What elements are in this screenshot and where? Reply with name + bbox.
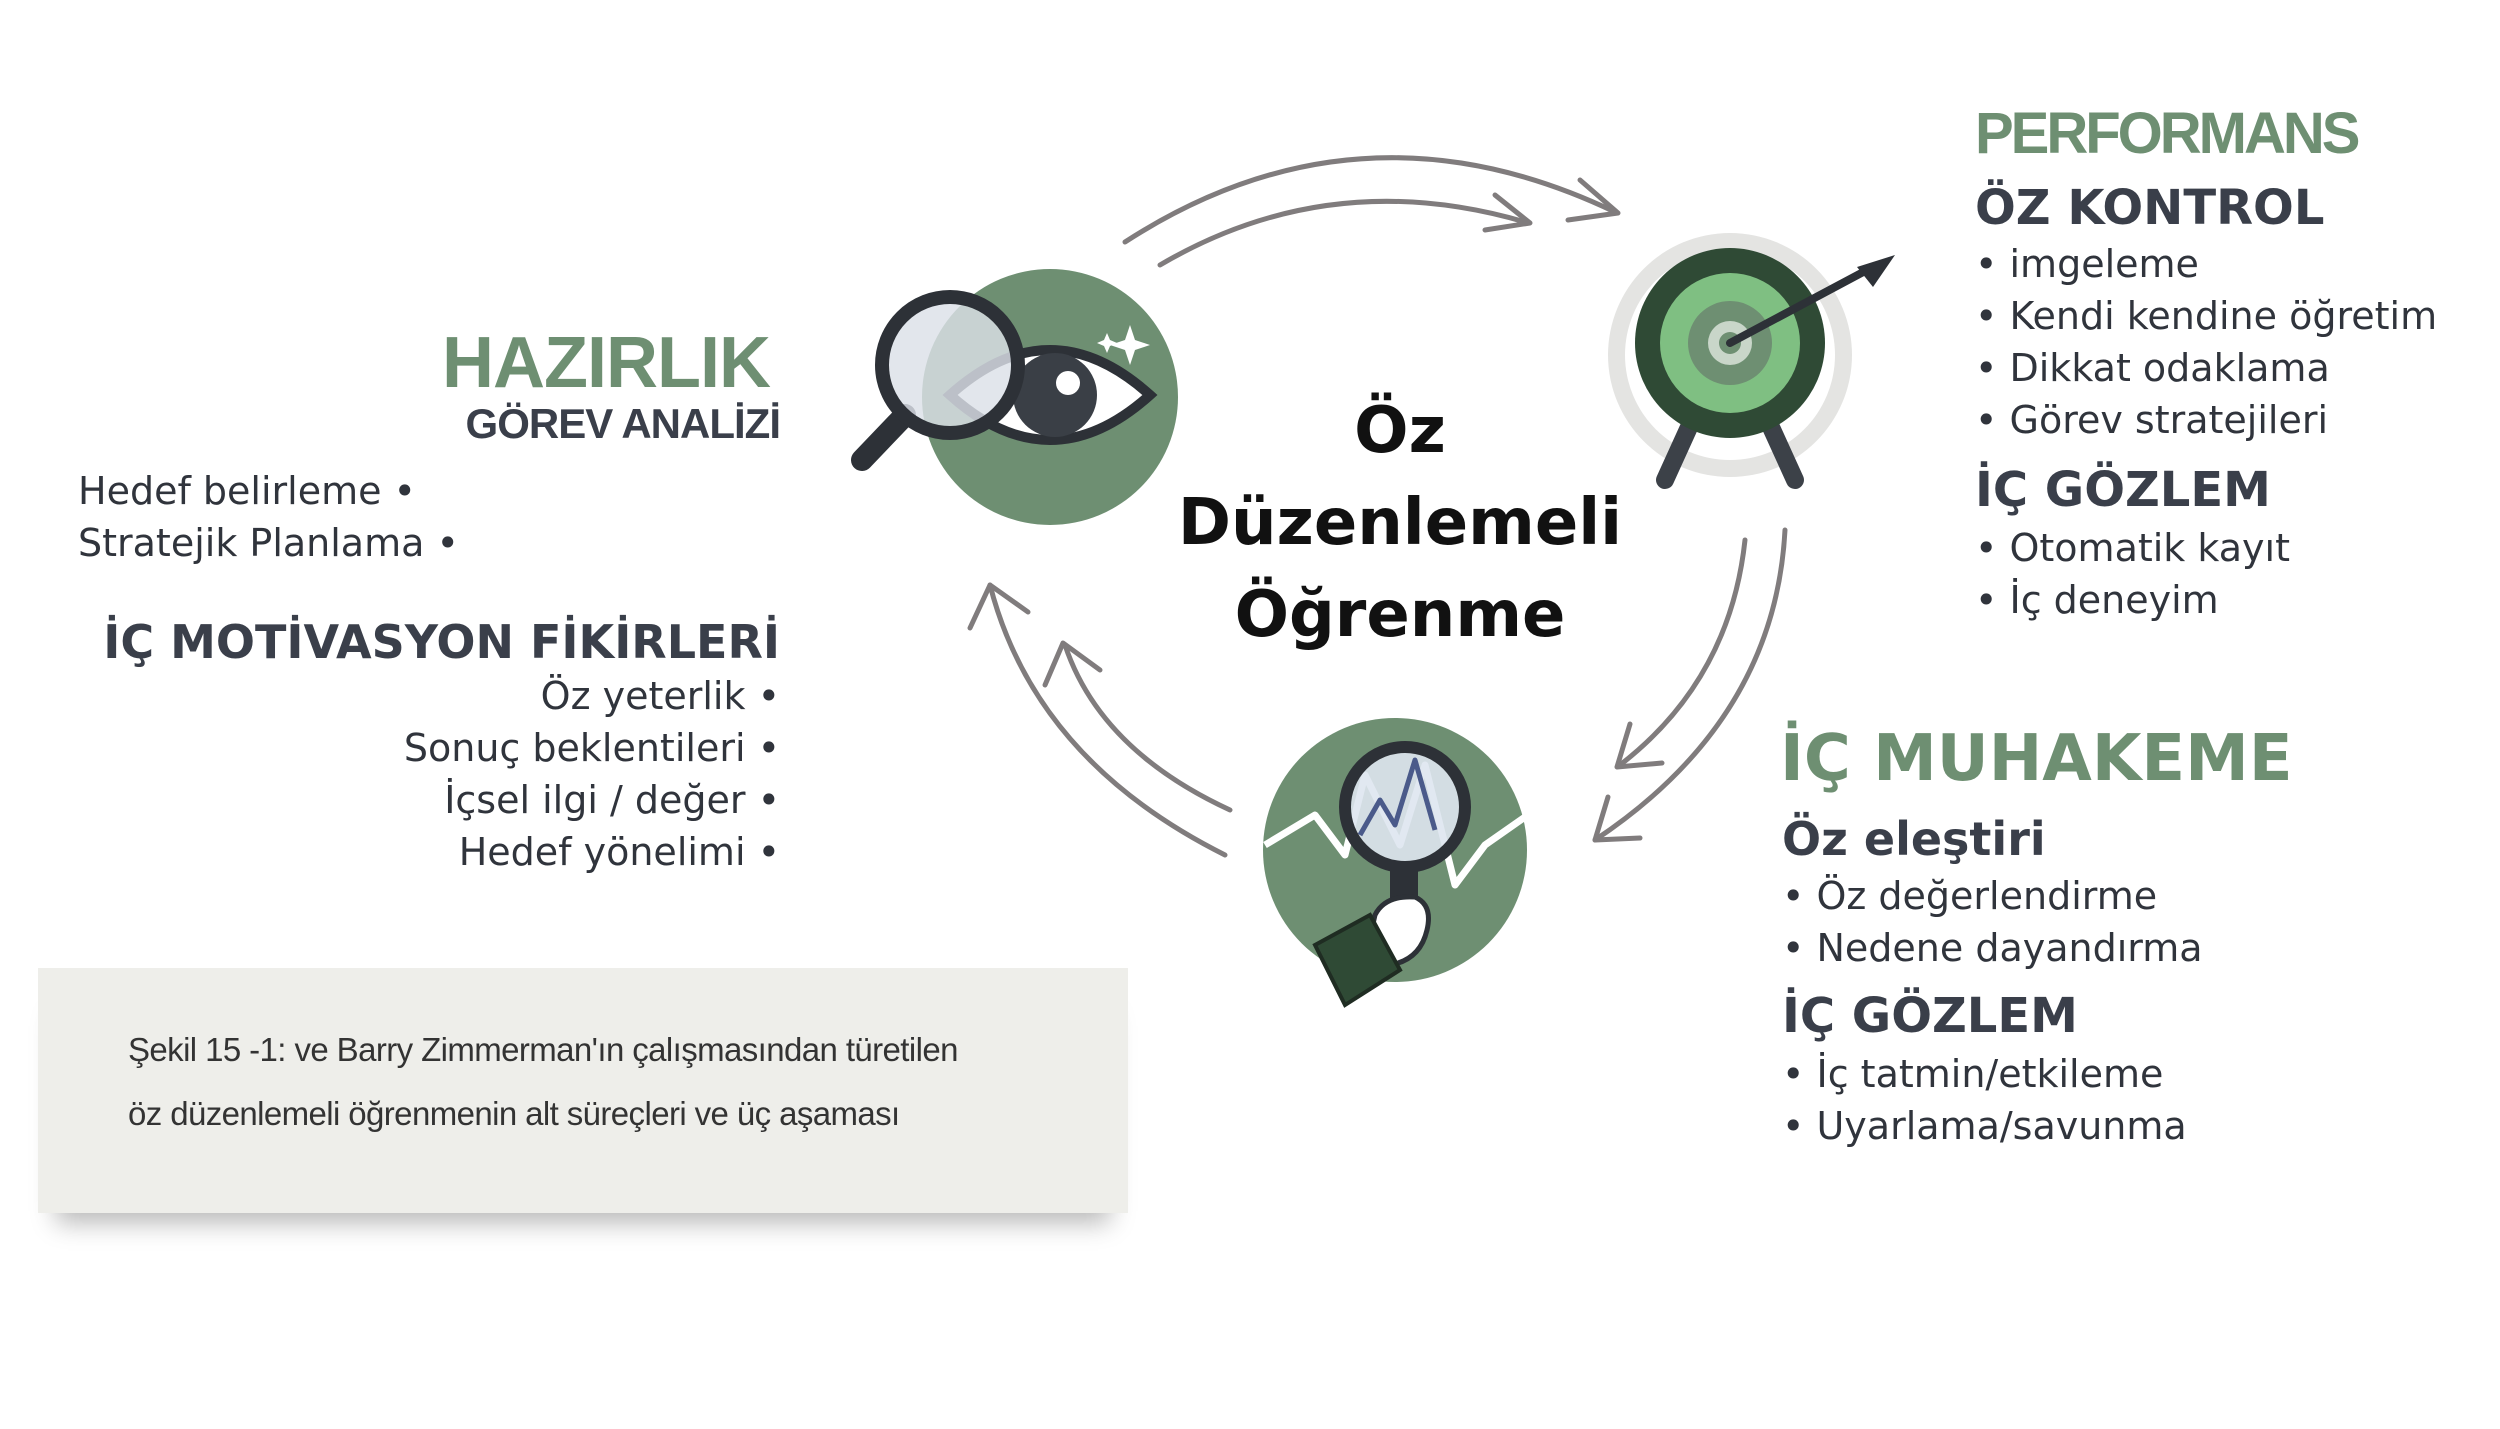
arrow-left-outer xyxy=(987,582,1228,858)
oz-elestiri-title: Öz eleştiri xyxy=(1782,812,2046,866)
oz-kontrol-items: • imgeleme • Kendi kendine öğretim • Dik… xyxy=(1975,238,2437,446)
hazirlik-items: Hedef belirleme • Stratejik Planlama • xyxy=(78,465,459,569)
muhakeme-title: İÇ MUHAKEME xyxy=(1780,722,2293,796)
target-arrow-icon xyxy=(1608,233,1895,489)
list-item: • Dikkat odaklama xyxy=(1975,346,2330,390)
list-item: Stratejik Planlama • xyxy=(78,521,459,565)
list-item: • Öz değerlendirme xyxy=(1782,874,2158,918)
list-item: • İç deneyim xyxy=(1975,578,2219,622)
magnifier-eye-icon xyxy=(851,269,1178,525)
arrow-left-inner xyxy=(1062,642,1233,813)
performans-title: PERFORMANS xyxy=(1975,101,2360,166)
arrow-right-outer xyxy=(1592,527,1788,843)
list-item: Öz yeterlik • xyxy=(540,674,780,718)
list-item: • Kendi kendine öğretim xyxy=(1975,294,2438,338)
arrow-right-inner xyxy=(1617,537,1748,768)
figure-caption: Şekil 15 -1: ve Barry Zimmerman'ın çalış… xyxy=(128,1031,958,1132)
list-item: • Görev stratejileri xyxy=(1975,398,2329,442)
figure-caption-box: Şekil 15 -1: ve Barry Zimmerman'ın çalış… xyxy=(38,968,1128,1213)
motivation-title: İÇ MOTİVASYON FİKİRLERİ xyxy=(103,615,780,669)
motivation-items: Öz yeterlik • Sonuç beklentileri • İçsel… xyxy=(280,670,780,878)
oz-kontrol-title: ÖZ KONTROL xyxy=(1975,180,2325,236)
list-item: Hedef yönelimi • xyxy=(458,830,780,874)
center-title: Öz Düzenlemeli Öğrenme xyxy=(1177,394,1623,652)
perf-ic-gozlem-items: • Otomatik kayıt • İç deneyim xyxy=(1975,522,2290,626)
hazirlik-title: HAZIRLIK xyxy=(442,323,771,403)
list-item: • Uyarlama/savunma xyxy=(1782,1104,2187,1148)
list-item: Hedef belirleme • xyxy=(78,469,416,513)
list-item: • İç tatmin/etkileme xyxy=(1782,1052,2164,1096)
arrow-top-outer xyxy=(1122,155,1618,245)
arrow-top-inner xyxy=(1157,198,1528,268)
oz-elestiri-items: • Öz değerlendirme • Nedene dayandırma xyxy=(1782,870,2203,974)
hazirlik-subtitle: GÖREV ANALİZİ xyxy=(465,400,781,447)
muh-ic-gozlem-items: • İç tatmin/etkileme • Uyarlama/savunma xyxy=(1782,1048,2187,1152)
list-item: • imgeleme xyxy=(1975,242,2199,286)
perf-ic-gozlem-title: İÇ GÖZLEM xyxy=(1975,462,2271,518)
list-item: • Otomatik kayıt xyxy=(1975,526,2290,570)
list-item: • Nedene dayandırma xyxy=(1782,926,2203,970)
list-item: İçsel ilgi / değer • xyxy=(444,778,780,822)
muh-ic-gozlem-title: İÇ GÖZLEM xyxy=(1782,988,2078,1044)
list-item: Sonuç beklentileri • xyxy=(403,726,780,770)
magnifier-chart-icon xyxy=(1263,718,1538,1008)
